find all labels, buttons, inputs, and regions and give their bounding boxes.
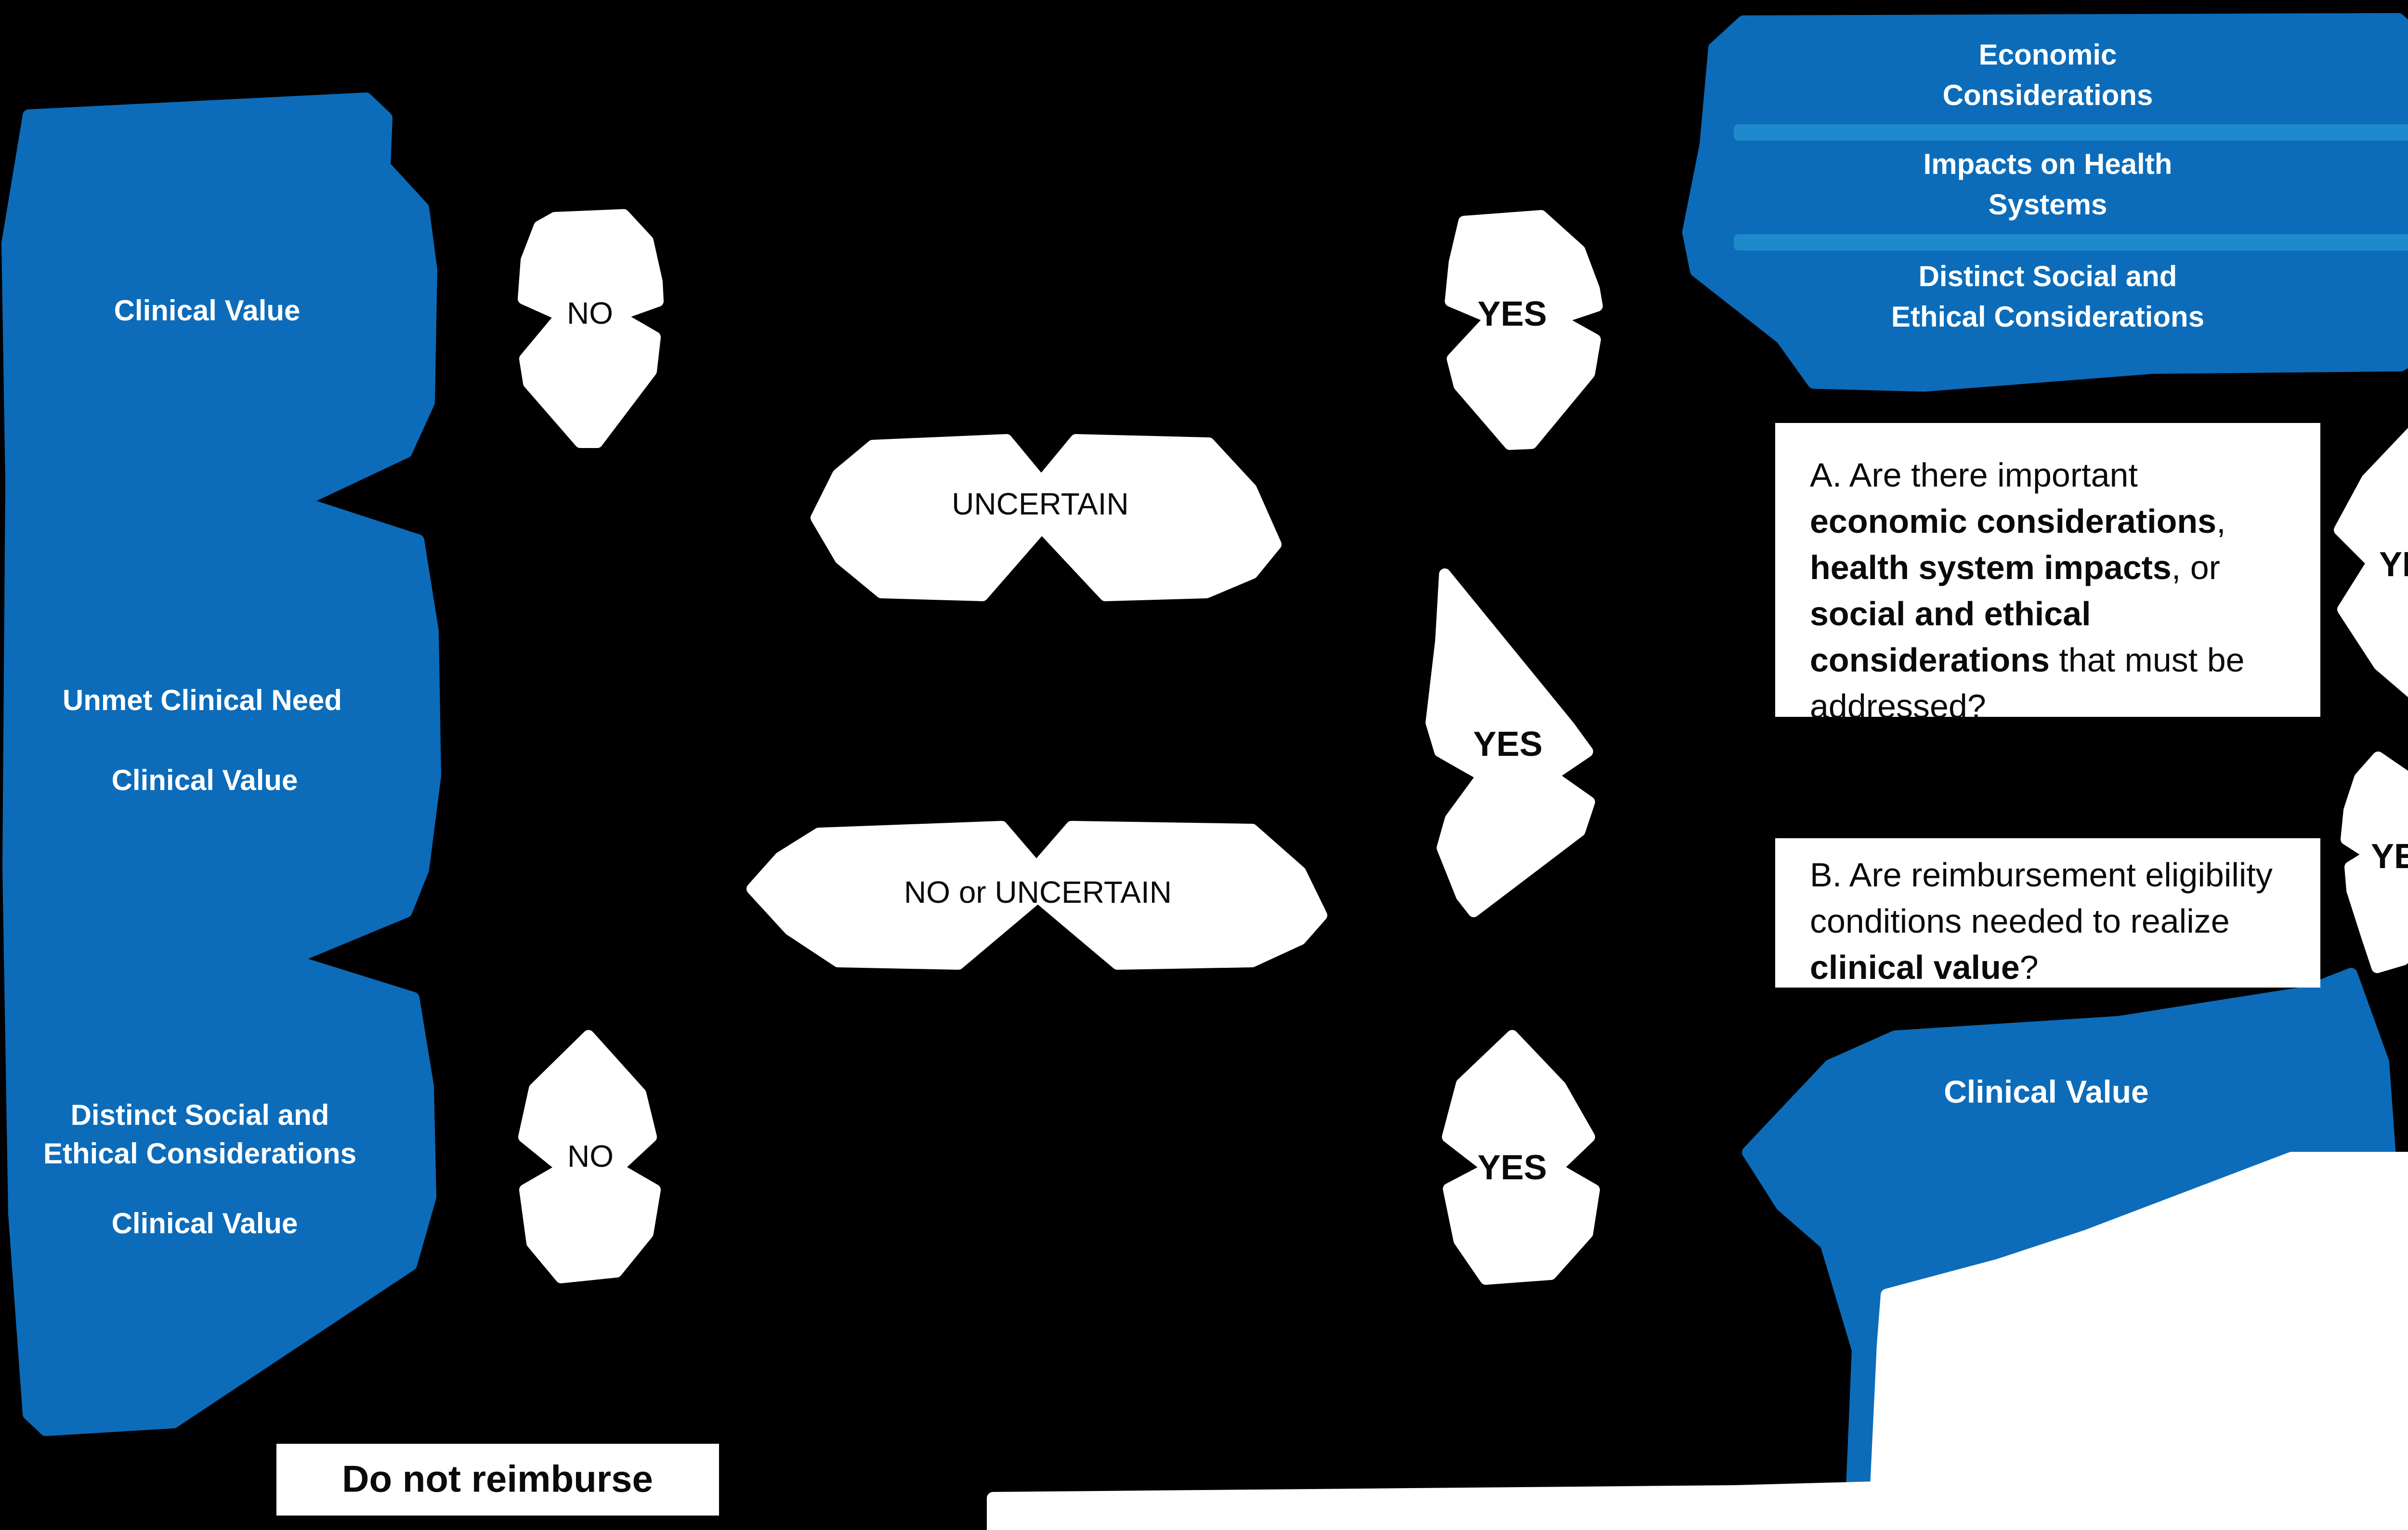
yes-question-b-arrow-shape [2341, 752, 2408, 973]
question-a-segment: A. Are there important [1810, 456, 2138, 494]
no-bottom-arrow-shape [518, 1030, 661, 1283]
question-b-bold-clinical-value: clinical value [1810, 949, 2020, 986]
no-top-label: NO [567, 296, 613, 330]
question-a-bold-social-ethical: social and ethical considerations [1810, 595, 2091, 679]
yes-question-a-arrow-shape [2334, 428, 2408, 698]
clinical-value-mid-label: Clinical Value [111, 764, 298, 796]
question-a-segment: , or [2171, 549, 2220, 586]
clinical-value-top-label: Clinical Value [114, 294, 301, 327]
distinct-social-ethical-line1: Distinct Social and [70, 1099, 329, 1131]
impacts-health-systems-line2: Systems [1988, 188, 2107, 221]
clinical-value-bottom-label: Clinical Value [111, 1207, 298, 1240]
distinct-social-ethical-label: Distinct Social and Ethical Consideratio… [43, 1096, 356, 1173]
no-top-arrow-shape [518, 209, 664, 448]
no-bottom-label: NO [567, 1139, 614, 1174]
question-b-segment: ? [2019, 949, 2039, 986]
outcome-white-area-shape [987, 1152, 2408, 1530]
question-b-segment: B. Are reimbursement eligibility conditi… [1810, 856, 2273, 940]
clinical-value-condition-label: Clinical Value [1944, 1074, 2149, 1109]
economic-considerations-line1: Economic [1978, 39, 2117, 71]
yes-top-label: YES [1477, 295, 1547, 333]
impacts-health-systems-label: Impacts on Health Systems [1924, 144, 2172, 225]
question-a-box [1775, 423, 2320, 717]
yes-bottom-label: YES [1477, 1148, 1547, 1187]
no-or-uncertain-label: NO or UNCERTAIN [904, 875, 1172, 910]
question-b-text: B. Are reimbursement eligibility conditi… [1810, 852, 2301, 990]
uncertain-arrow-shape [811, 434, 1282, 601]
question-a-bold-economic: economic considerations [1810, 502, 2217, 540]
distinct-social-considerations-line1: Distinct Social and [1918, 260, 2177, 292]
do-not-reimburse-label: Do not reimburse [342, 1457, 653, 1500]
left-value-panel-shape [1, 92, 441, 1436]
question-a-text: A. Are there important economic consider… [1810, 452, 2291, 729]
distinct-social-considerations-label: Distinct Social and Ethical Consideratio… [1891, 256, 2204, 337]
no-or-uncertain-arrow-shape [746, 821, 1327, 970]
considerations-divider-2 [1734, 234, 2408, 251]
distinct-social-ethical-line2: Ethical Considerations [43, 1137, 357, 1170]
yes-bottom-arrow-shape [1442, 1030, 1600, 1285]
impacts-health-systems-line1: Impacts on Health [1923, 148, 2172, 180]
considerations-panel-shape [1682, 13, 2408, 392]
yes-question-a-label: YES [2379, 545, 2408, 584]
yes-question-b-label: YES [2370, 837, 2408, 876]
economic-considerations-label: Economic Considerations [1943, 35, 2153, 116]
question-a-bold-health-system: health system impacts [1810, 549, 2172, 586]
unmet-clinical-need-label: Unmet Clinical Need [62, 684, 342, 716]
uncertain-label: UNCERTAIN [952, 487, 1129, 521]
question-b-box [1775, 838, 2320, 988]
do-not-reimburse-box [276, 1444, 719, 1516]
question-a-segment: , [2216, 502, 2226, 540]
yes-middle-arrow-shape [1426, 568, 1595, 917]
yes-middle-label: YES [1473, 725, 1543, 764]
question-a-segment: that must be addressed? [1810, 641, 2245, 725]
economic-considerations-line2: Considerations [1942, 79, 2153, 111]
considerations-divider-1 [1734, 124, 2408, 141]
yes-top-arrow-shape [1445, 210, 1603, 450]
distinct-social-considerations-line2: Ethical Considerations [1891, 301, 2205, 333]
